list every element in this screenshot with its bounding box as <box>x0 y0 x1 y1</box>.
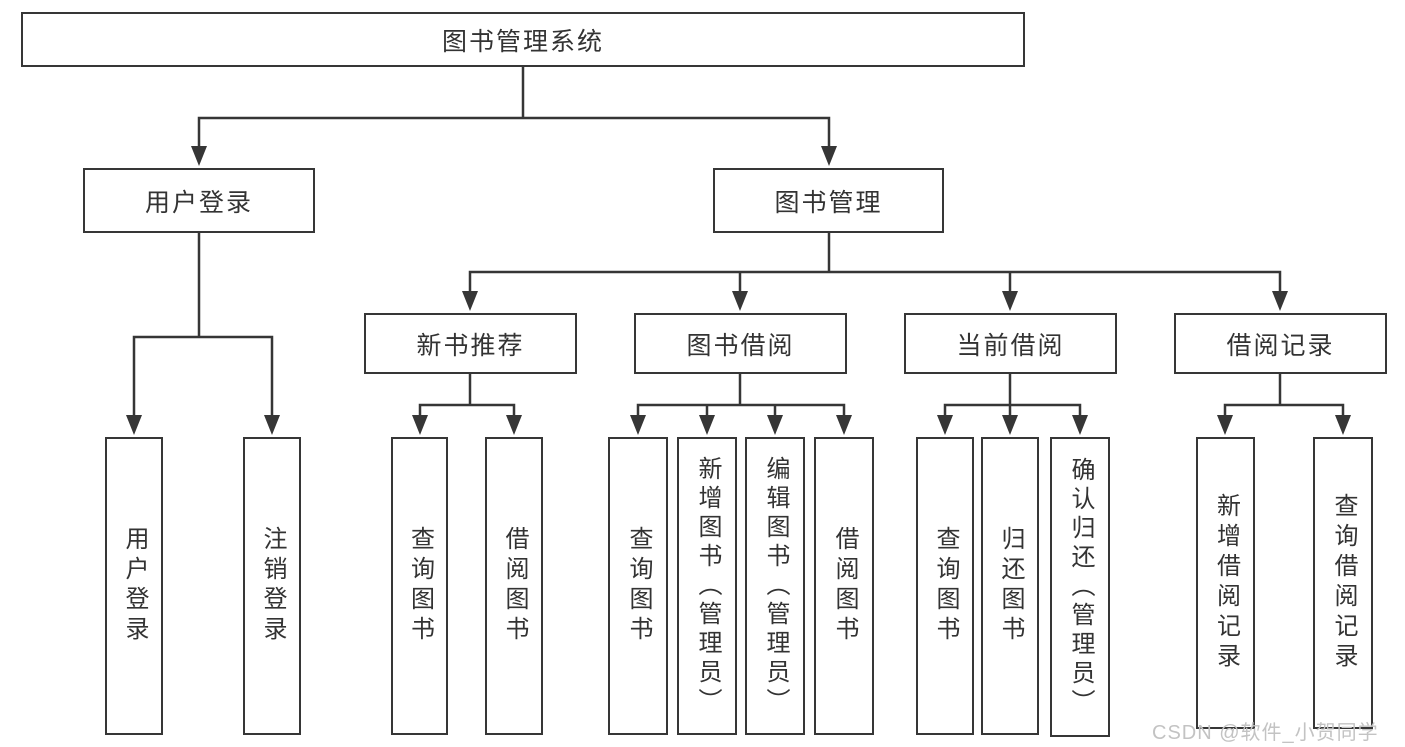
node-root-label: 图书管理系统 <box>441 27 604 56</box>
leaf-br-add-record: 新增借阅记录 <box>1196 437 1255 729</box>
leaf-nb-query-books: 查询图书 <box>391 437 448 735</box>
node-borrow-records-label: 借阅记录 <box>1226 331 1335 360</box>
leaf-cb-confirm-return-admin: 确认归还（管理员） <box>1050 437 1110 737</box>
leaf-cb-return-books: 归还图书 <box>981 437 1039 735</box>
node-new-book-rec-label: 新书推荐 <box>416 331 525 360</box>
connector-level3-rail <box>468 270 1282 293</box>
leaf-logout-label: 注销登录 <box>259 526 286 646</box>
arrowhead-current-borrow <box>1002 291 1018 311</box>
node-user-login-label: 用户登录 <box>144 188 253 217</box>
arrowhead-bb-borrow <box>836 415 852 435</box>
leaf-br-add-record-label: 新增借阅记录 <box>1212 493 1240 673</box>
leaf-bb-borrow-books-label: 借阅图书 <box>831 526 858 646</box>
leaf-br-query-record-label: 查询借阅记录 <box>1330 493 1357 673</box>
node-new-book-rec: 新书推荐 <box>364 313 577 374</box>
leaf-nb-borrow-books-label: 借阅图书 <box>501 526 528 646</box>
arrowhead-bb-query <box>630 415 646 435</box>
node-borrow-records: 借阅记录 <box>1174 313 1387 374</box>
arrowhead-br-query <box>1335 415 1351 435</box>
node-current-borrow: 当前借阅 <box>904 313 1117 374</box>
node-book-borrow: 图书借阅 <box>634 313 847 374</box>
leaf-cb-query-books: 查询图书 <box>916 437 974 735</box>
leaf-user-login-label: 用户登录 <box>121 526 148 646</box>
arrowhead-bb-edit <box>767 415 783 435</box>
node-book-borrow-label: 图书借阅 <box>686 331 795 360</box>
leaf-cb-confirm-return-admin-label: 确认归还（管理员） <box>1067 456 1094 718</box>
node-book-mgmt-label: 图书管理 <box>774 188 883 217</box>
leaf-bb-borrow-books: 借阅图书 <box>814 437 874 735</box>
leaf-bb-add-book-admin-label: 新增图书（管理员） <box>694 455 721 717</box>
arrowhead-leaf-logout <box>264 415 280 435</box>
node-root: 图书管理系统 <box>21 12 1025 67</box>
arrowhead-nb-query <box>412 415 428 435</box>
connector-level2-rail <box>197 116 831 147</box>
arrowhead-bb-add <box>699 415 715 435</box>
leaf-user-login: 用户登录 <box>105 437 163 735</box>
leaf-bb-add-book-admin: 新增图书（管理员） <box>677 437 737 735</box>
leaf-bb-query-books: 查询图书 <box>608 437 668 735</box>
leaf-nb-borrow-books: 借阅图书 <box>485 437 543 735</box>
arrowhead-user-login <box>191 146 207 166</box>
leaf-nb-query-books-label: 查询图书 <box>406 526 434 646</box>
arrowhead-cb-return <box>1002 415 1018 435</box>
arrowhead-br-add <box>1217 415 1233 435</box>
connector-book-borrow-rail <box>636 403 846 417</box>
node-book-mgmt: 图书管理 <box>713 168 944 233</box>
arrowhead-leaf-user-login <box>126 415 142 435</box>
arrowhead-cb-query <box>937 415 953 435</box>
leaf-bb-query-books-label: 查询图书 <box>625 526 652 646</box>
leaf-logout: 注销登录 <box>243 437 301 735</box>
connector-user-login-rail <box>132 335 274 417</box>
leaf-cb-query-books-label: 查询图书 <box>932 526 959 646</box>
arrowhead-borrow-records <box>1272 291 1288 311</box>
leaf-bb-edit-book-admin-label: 编辑图书（管理员） <box>762 455 789 717</box>
arrowhead-book-mgmt <box>821 146 837 166</box>
arrowhead-cb-confirm <box>1072 415 1088 435</box>
arrowhead-new-book-rec <box>462 291 478 311</box>
connector-current-borrow-rail <box>943 403 1082 417</box>
leaf-cb-return-books-label: 归还图书 <box>997 526 1024 646</box>
arrowhead-nb-borrow <box>506 415 522 435</box>
node-user-login: 用户登录 <box>83 168 315 233</box>
arrowhead-book-borrow <box>732 291 748 311</box>
watermark-text: CSDN @软件_小贺同学 <box>1152 722 1379 744</box>
leaf-br-query-record: 查询借阅记录 <box>1313 437 1373 729</box>
leaf-bb-edit-book-admin: 编辑图书（管理员） <box>745 437 805 735</box>
node-current-borrow-label: 当前借阅 <box>956 331 1065 360</box>
connector-borrow-records-rail <box>1223 403 1345 417</box>
connector-new-book-rec-rail <box>418 403 516 417</box>
